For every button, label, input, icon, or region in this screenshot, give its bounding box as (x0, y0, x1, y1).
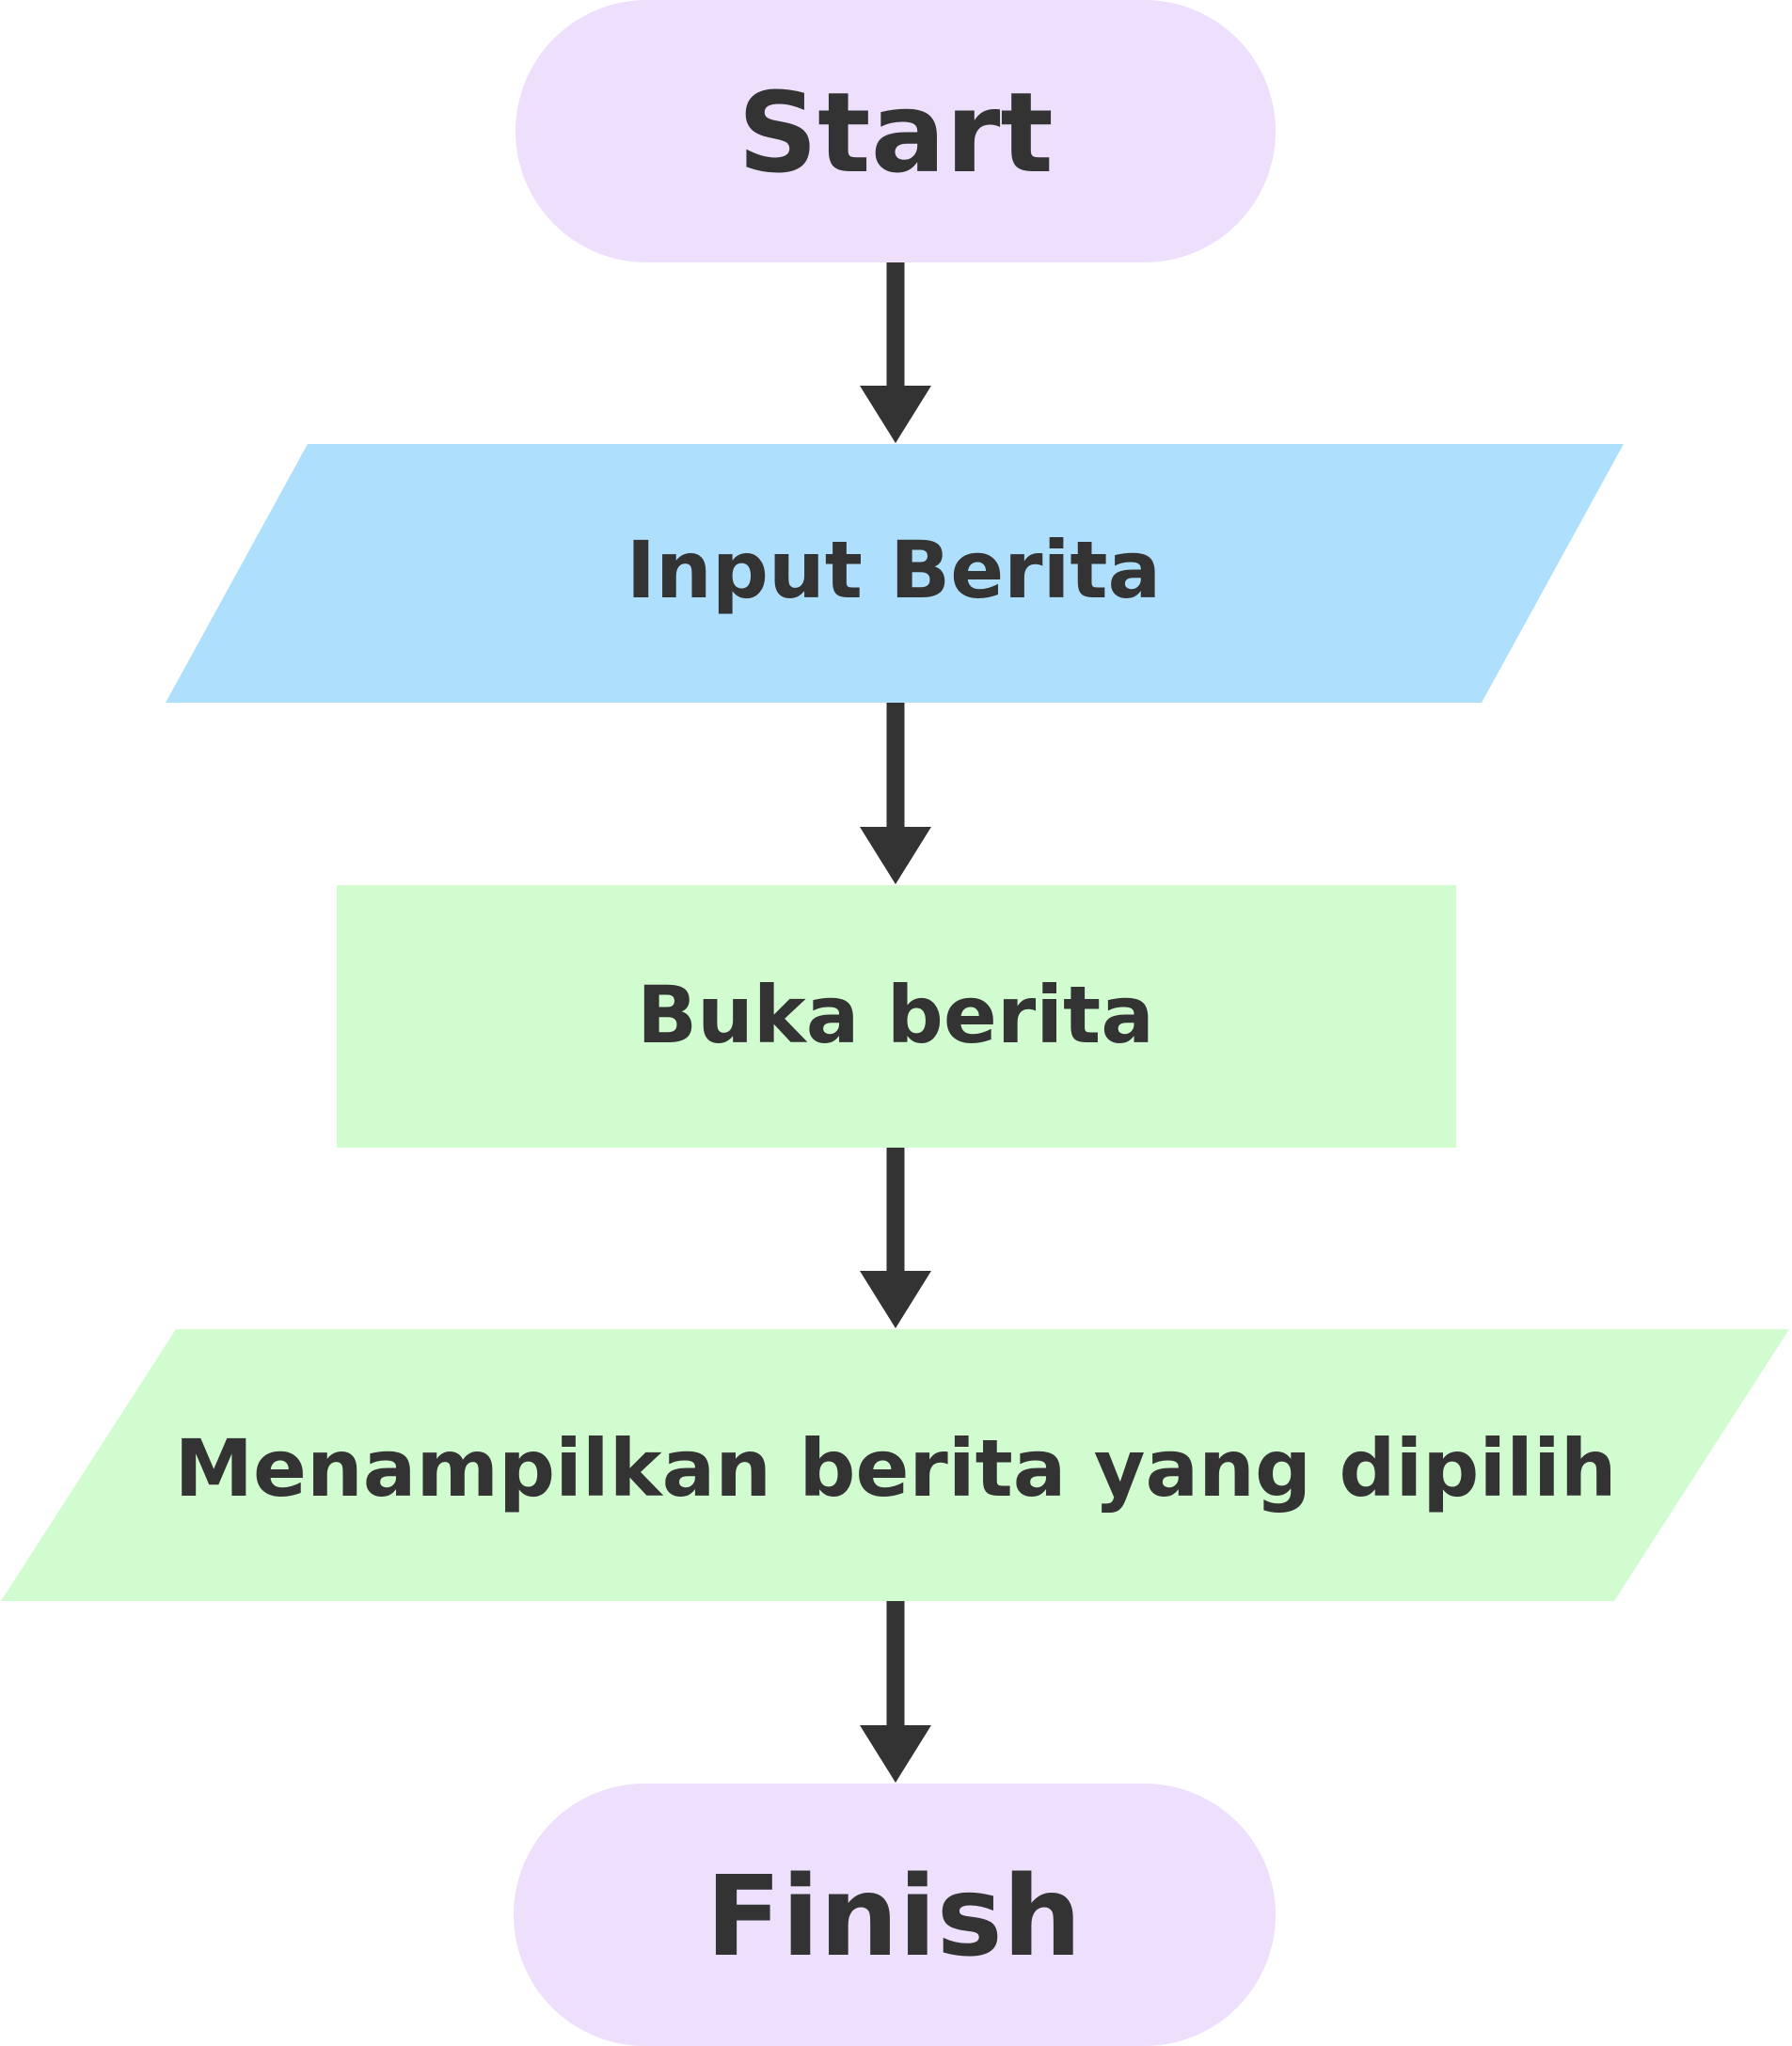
arrow-process-to-output (860, 1148, 931, 1328)
process-node: Buka berita (337, 885, 1456, 1148)
arrow-head (860, 1725, 931, 1783)
input-node: Input Berita (166, 444, 1624, 703)
arrow-start-to-input (860, 262, 931, 443)
output-node: Menampilkan berita yang dipilih (1, 1329, 1789, 1601)
start-node-label: Start (737, 68, 1054, 198)
arrow-head (860, 827, 931, 884)
start-node: Start (515, 0, 1276, 262)
arrow-head (860, 386, 931, 443)
arrow-input-to-process (860, 703, 931, 884)
output-node-shape (1, 1329, 1789, 1601)
finish-node: Finish (514, 1784, 1276, 2046)
arrow-output-to-finish (860, 1601, 931, 1783)
finish-node-shape (514, 1784, 1276, 2046)
process-node-shape (337, 885, 1456, 1148)
finish-node-label: Finish (706, 1851, 1082, 1981)
start-node-shape (515, 0, 1276, 262)
input-node-label: Input Berita (626, 524, 1161, 616)
process-node-label: Buka berita (637, 969, 1154, 1061)
input-node-shape (166, 444, 1624, 703)
output-node-label: Menampilkan berita yang dipilih (174, 1422, 1616, 1515)
arrow-head (860, 1271, 931, 1328)
